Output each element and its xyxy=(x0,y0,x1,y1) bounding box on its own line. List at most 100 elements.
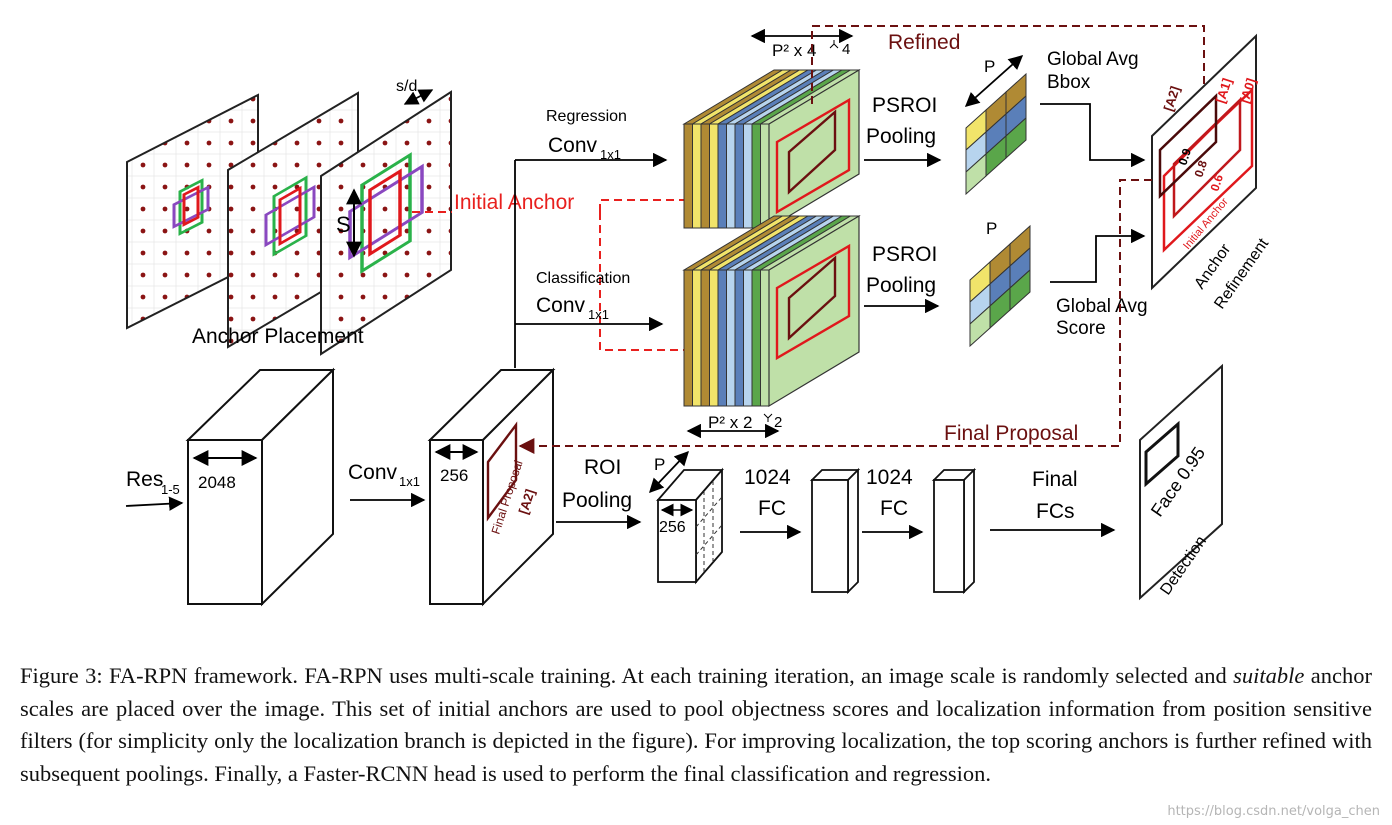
a2-refine-label: [A2] xyxy=(1161,84,1183,113)
caption-part-2: anchor scales are placed over the image.… xyxy=(20,663,1372,786)
res-label: Res xyxy=(126,468,163,491)
pool-top-p-arrow xyxy=(964,55,1024,107)
filter-slab xyxy=(692,123,702,229)
pooling-top-label: Pooling xyxy=(866,125,936,148)
roi-p-arrow xyxy=(649,450,689,494)
filter-slab xyxy=(709,123,719,229)
anchor-placement-label: Anchor Placement xyxy=(192,325,364,348)
anchor-box-green-small xyxy=(178,178,204,236)
anchor-grid-large xyxy=(320,90,452,356)
regression-conv-label: Conv xyxy=(548,134,598,157)
pooling-bottom-label: Pooling xyxy=(866,274,936,297)
bbox-arrow xyxy=(1040,103,1146,168)
conv-main-label: Conv xyxy=(348,461,398,484)
score-06-label: 0.6 xyxy=(1208,172,1227,193)
anchor-box-green-medium xyxy=(272,175,308,257)
scale-s-label: S xyxy=(336,212,351,237)
p2x2-two-label: 2 xyxy=(774,414,782,431)
filter-slab xyxy=(700,123,710,229)
dim-256-roi-label: 256 xyxy=(659,519,686,536)
classification-conv-label: Conv xyxy=(536,294,586,317)
classification-filter-stack xyxy=(682,214,861,408)
fc1-label: FC xyxy=(758,497,786,520)
filter-slab-side xyxy=(768,214,860,408)
p2x4-label: P² x 4 xyxy=(772,41,816,60)
score-09-label: 0.9 xyxy=(1176,146,1195,167)
res-input-arrow xyxy=(125,496,184,511)
dim-2048-label: 2048 xyxy=(198,473,236,492)
branch-lines xyxy=(514,152,668,368)
anchor-box-purple-small xyxy=(172,185,210,229)
anchor-a1-box xyxy=(787,255,837,341)
roi-pooled-cube: 256 xyxy=(656,467,724,585)
conv-block: 256 Final Proposal [A2] xyxy=(427,367,556,607)
global-avg-score-label-1: Global Avg xyxy=(1056,296,1148,317)
stride-arrow xyxy=(403,89,434,105)
filter-slab xyxy=(683,269,693,407)
figure-caption: Figure 3: FA-RPN framework. FA-RPN uses … xyxy=(20,660,1372,790)
caption-part-1: Figure 3: FA-RPN framework. FA-RPN uses … xyxy=(20,663,1234,688)
filter-slab xyxy=(734,123,744,229)
p2x2-label: P² x 2 xyxy=(708,413,752,432)
roi-label: ROI xyxy=(584,456,621,479)
global-avg-bbox-label-1: Global Avg xyxy=(1047,49,1139,70)
filter-slab xyxy=(743,123,753,229)
filter-slab xyxy=(751,123,761,229)
filter-slab xyxy=(726,269,736,407)
score-arrow xyxy=(1050,228,1146,283)
psroi-pooled-bottom xyxy=(969,224,1031,348)
filter-slab xyxy=(700,269,710,407)
caption-emphasis: suitable xyxy=(1233,663,1305,688)
anchor-a1-box xyxy=(787,109,837,195)
anchor-refinement-panel: [A2] [A1] [A0] 0.9 0.8 0.6 Initial Ancho… xyxy=(1151,33,1273,312)
dim-256-conv-label: 256 xyxy=(440,466,468,485)
fc2-dim-label: 1024 xyxy=(866,466,913,489)
filter-slab xyxy=(760,269,770,407)
pool-top-p-label: P xyxy=(984,57,995,76)
pool-bottom-p-label: P xyxy=(986,219,997,238)
final-fcs-label: FCs xyxy=(1036,500,1075,523)
final-proposal-path: Final Proposal xyxy=(518,179,1152,454)
filter-slab xyxy=(751,269,761,407)
filter-slab xyxy=(692,269,702,407)
final-proposal-label: Final Proposal xyxy=(944,422,1078,445)
filter-slab xyxy=(743,269,753,407)
detection-panel: Face 0.95 Detection xyxy=(1139,363,1223,601)
filter-slab xyxy=(717,269,727,407)
p2x4-four-label: 4 xyxy=(842,41,850,58)
psroi-pooled-top xyxy=(965,72,1027,196)
refined-label: Refined xyxy=(888,31,960,54)
a1-refine-label: [A1] xyxy=(1213,76,1235,105)
filter-slab xyxy=(726,123,736,229)
psroi-top-label: PSROI xyxy=(872,94,937,117)
anchor-a0-box xyxy=(775,97,851,215)
score-08-label: 0.8 xyxy=(1192,158,1211,179)
filter-slab xyxy=(734,269,744,407)
regression-conv-subscript: 1x1 xyxy=(600,147,621,162)
conv-main-subscript: 1x1 xyxy=(399,474,420,489)
res-subscript: 1-5 xyxy=(161,482,180,497)
global-avg-score-label-2: Score xyxy=(1056,318,1106,339)
pooled-cell xyxy=(1005,116,1027,160)
watermark: https://blog.csdn.net/volga_chen xyxy=(1167,804,1380,819)
anchor-box-red-large xyxy=(368,168,402,257)
regression-label: Regression xyxy=(546,108,627,125)
filter-slab xyxy=(760,123,770,229)
fa-rpn-diagram: S s/d Anchor Placement Initial Anchor 20… xyxy=(125,25,1273,607)
fc2-block xyxy=(931,467,977,595)
fc1-dim-label: 1024 xyxy=(744,466,791,489)
regression-filter-stack xyxy=(682,68,861,230)
stride-label: s/d xyxy=(396,78,417,95)
filter-slab xyxy=(709,269,719,407)
anchor-box-red-medium xyxy=(278,185,302,247)
roi-pooling-label: Pooling xyxy=(562,489,632,512)
roi-p-label: P xyxy=(654,455,665,474)
fc2-label: FC xyxy=(880,497,908,520)
filter-slab xyxy=(717,123,727,229)
anchor-box-purple-medium xyxy=(264,184,316,248)
anchor-placement-group: S s/d Anchor Placement xyxy=(126,78,452,356)
pooled-cell xyxy=(1009,268,1031,312)
res-block: 2048 xyxy=(185,367,336,607)
global-avg-bbox-label-2: Bbox xyxy=(1047,72,1091,93)
psroi-bottom-label: PSROI xyxy=(872,243,937,266)
